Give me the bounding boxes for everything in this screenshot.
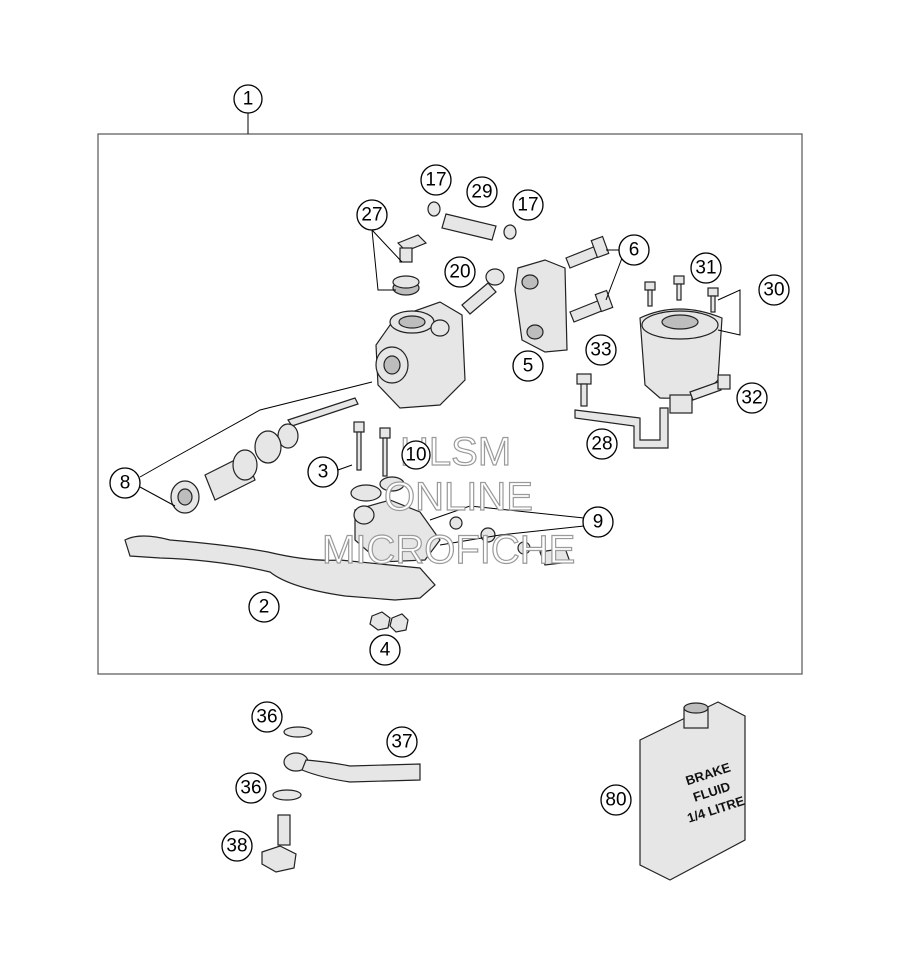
svg-text:28: 28 — [591, 434, 612, 455]
nuts-4 — [369, 611, 409, 633]
svg-text:32: 32 — [741, 388, 762, 409]
svg-text:3: 3 — [318, 462, 329, 483]
watermark-line3: MICROFICHE — [322, 528, 575, 572]
assembly-frame — [97, 133, 803, 675]
callout-6: 6 — [618, 234, 650, 266]
brake-lever-2 — [124, 535, 436, 601]
svg-text:20: 20 — [449, 262, 470, 283]
callout-9: 9 — [582, 506, 614, 538]
callout-28: 28 — [586, 428, 618, 460]
svg-text:27: 27 — [361, 205, 382, 226]
callout-27: 27 — [356, 199, 388, 231]
clamp-5 — [514, 259, 568, 353]
callout-5: 5 — [512, 350, 544, 382]
svg-text:10: 10 — [405, 445, 426, 466]
svg-text:37: 37 — [391, 732, 412, 753]
svg-text:30: 30 — [763, 280, 784, 301]
brake-fluid-jug — [639, 701, 746, 881]
callout-29: 29 — [466, 176, 498, 208]
callout-38: 38 — [221, 830, 253, 862]
svg-text:29: 29 — [471, 182, 492, 203]
callout-3: 3 — [307, 456, 339, 488]
reservoir-fitting — [392, 234, 428, 296]
svg-text:2: 2 — [259, 597, 270, 618]
svg-text:31: 31 — [695, 258, 716, 279]
bolts-6 — [565, 235, 614, 323]
svg-text:38: 38 — [226, 836, 247, 857]
svg-text:9: 9 — [593, 512, 604, 533]
bolt-32 — [689, 374, 731, 401]
svg-text:33: 33 — [590, 340, 611, 361]
reservoir-30 — [639, 308, 723, 414]
callout-10: 10 — [401, 440, 431, 470]
adjuster-9 — [353, 499, 571, 566]
hose-29 — [427, 201, 517, 241]
svg-text:17: 17 — [425, 170, 446, 191]
callout-36-top: 36 — [251, 701, 283, 733]
screws-31 — [644, 275, 719, 313]
callout-37: 37 — [386, 726, 418, 758]
svg-text:5: 5 — [523, 356, 534, 377]
callout-8: 8 — [109, 467, 141, 499]
screw-20 — [461, 268, 505, 315]
callout-33: 33 — [585, 334, 617, 366]
brake-hose-assembly — [261, 726, 421, 873]
pivot-bolts — [350, 421, 405, 502]
svg-text:36: 36 — [240, 778, 261, 799]
svg-text:8: 8 — [120, 473, 131, 494]
svg-text:17: 17 — [517, 195, 538, 216]
svg-text:4: 4 — [380, 640, 391, 661]
watermark-line2: ONLINE — [384, 475, 533, 519]
piston-assembly-8 — [170, 397, 359, 514]
callout-31: 31 — [690, 252, 722, 284]
callout-36-bottom: 36 — [235, 772, 267, 804]
callout-4: 4 — [369, 634, 401, 666]
callout-2: 2 — [248, 591, 280, 623]
callout-20: 20 — [444, 256, 476, 288]
callout-17-left: 17 — [420, 164, 452, 196]
callout-80: 80 — [600, 784, 632, 816]
svg-text:6: 6 — [629, 240, 640, 261]
callout-32: 32 — [736, 382, 768, 414]
svg-text:80: 80 — [605, 790, 626, 811]
svg-text:36: 36 — [256, 707, 277, 728]
svg-text:1: 1 — [243, 89, 254, 110]
bracket-28 — [574, 373, 669, 449]
callout-1: 1 — [233, 84, 263, 114]
callout-30: 30 — [758, 274, 790, 306]
callout-17-right: 17 — [512, 189, 544, 221]
master-cylinder-body — [375, 301, 466, 409]
